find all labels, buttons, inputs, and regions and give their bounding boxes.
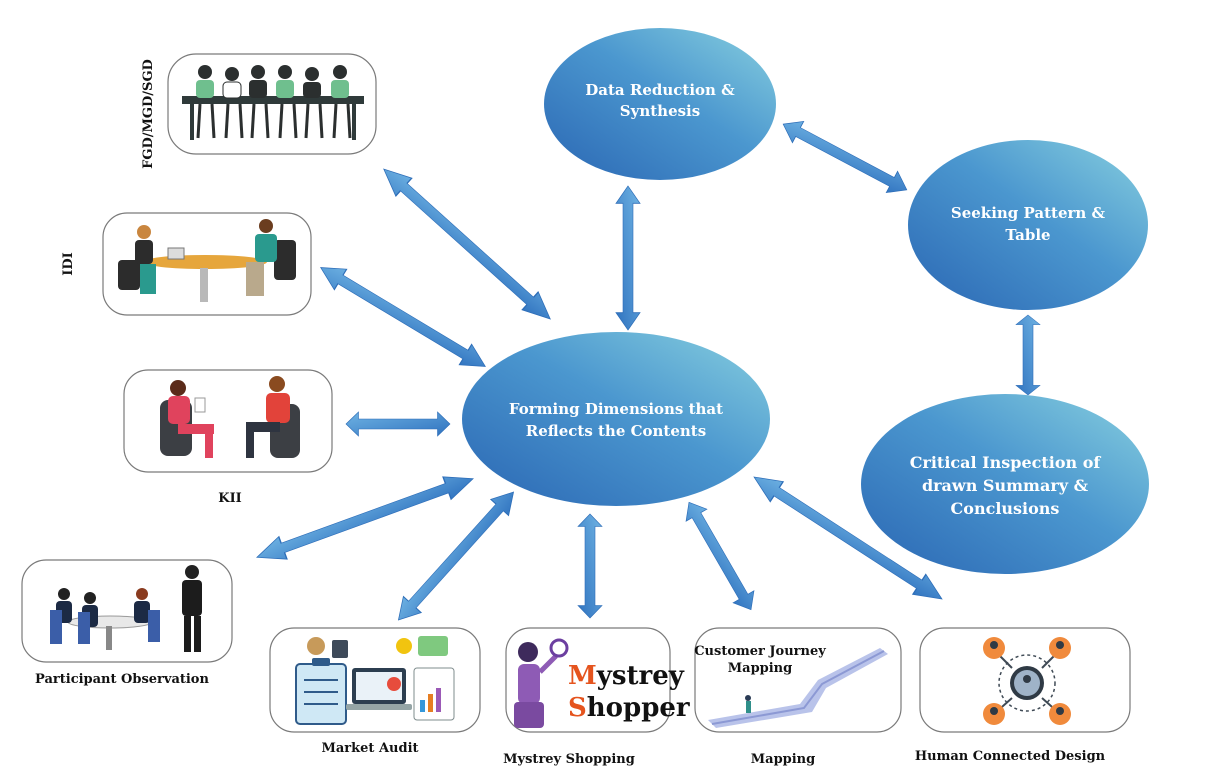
svg-text:Shopper: Shopper <box>568 693 690 723</box>
arrow-kii-to-center <box>345 411 451 437</box>
node-data-reduction-line1: Data Reduction & <box>585 81 735 99</box>
node-critical-inspection-line3: Conclusions <box>951 499 1060 518</box>
brand-m: M <box>568 661 597 691</box>
node-seeking-pattern-line1: Seeking Pattern & <box>951 204 1106 222</box>
arrow-observation-to-center <box>252 466 478 570</box>
brand-ystrey: ystrey <box>596 661 685 691</box>
interview-illustration <box>118 219 296 302</box>
label-mapping: Mapping <box>751 752 815 767</box>
node-forming-dimensions-line1: Forming Dimensions that <box>509 400 723 418</box>
label-idi: IDI <box>61 252 76 275</box>
arrow-pattern-to-inspection <box>1015 314 1041 396</box>
journey-illustration <box>708 648 888 728</box>
svg-text:Mystrey: Mystrey <box>568 661 685 691</box>
brand-hopper: hopper <box>587 693 690 723</box>
node-critical-inspection-line1: Critical Inspection of <box>910 453 1102 472</box>
card-mystrey-shopping: Mystrey Shopper <box>505 627 690 733</box>
card-human-connected-design <box>919 627 1131 733</box>
label-kii: KII <box>218 491 241 506</box>
arrow-mystrey-to-center <box>577 513 603 619</box>
node-critical-inspection: Critical Inspection of drawn Summary & C… <box>861 394 1149 574</box>
journey-line1: Customer Journey <box>694 644 826 659</box>
card-mapping: Customer Journey Mapping <box>694 627 902 733</box>
label-human-connected-design: Human Connected Design <box>915 749 1106 764</box>
node-forming-dimensions: Forming Dimensions that Reflects the Con… <box>462 332 770 506</box>
node-forming-dimensions-line2: Reflects the Contents <box>526 422 706 440</box>
card-participant-observation <box>21 559 233 663</box>
node-seeking-pattern-line2: Table <box>1005 226 1050 244</box>
journey-line2: Mapping <box>728 661 792 676</box>
arrow-reduction-to-pattern <box>777 113 913 201</box>
label-fgd: FGD/MGD/SGD <box>141 59 156 169</box>
mystrey-shopper-illustration: Mystrey Shopper <box>514 638 690 728</box>
arrow-mapping-to-center <box>678 495 762 617</box>
magnifier-icon <box>549 638 569 658</box>
arrow-fgd-to-center <box>375 159 559 329</box>
observation-illustration <box>50 565 202 652</box>
node-data-reduction: Data Reduction & Synthesis <box>544 28 776 180</box>
market-audit-illustration <box>295 636 455 725</box>
node-critical-inspection-line2: drawn Summary & <box>922 476 1089 495</box>
label-mystrey-shopping: Mystrey Shopping <box>503 752 635 767</box>
label-participant-observation: Participant Observation <box>35 672 209 687</box>
node-seeking-pattern: Seeking Pattern & Table <box>908 140 1148 310</box>
card-fgd <box>167 53 377 155</box>
key-informant-illustration <box>160 376 300 458</box>
network-illustration <box>983 637 1071 725</box>
card-market-audit <box>269 627 481 733</box>
node-data-reduction-line2: Synthesis <box>620 102 700 120</box>
label-market-audit: Market Audit <box>321 741 418 756</box>
brand-s: S <box>568 693 587 723</box>
card-kii <box>123 369 333 473</box>
group-discussion-illustration <box>182 65 364 140</box>
arrow-center-to-reduction <box>615 185 641 331</box>
arrow-idi-to-center <box>313 256 493 378</box>
card-idi <box>102 212 312 316</box>
